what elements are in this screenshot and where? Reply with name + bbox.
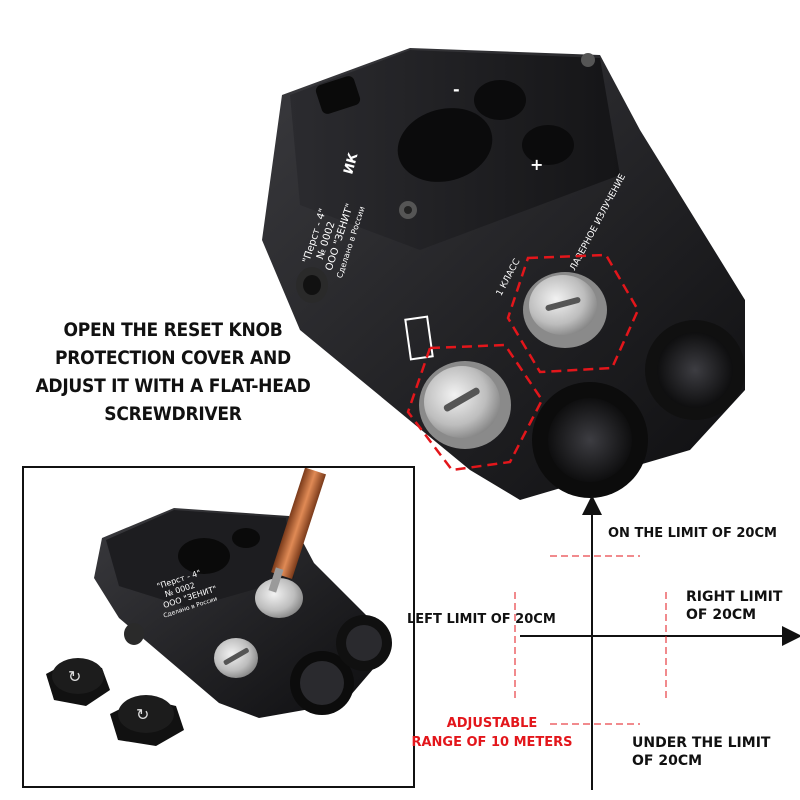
screwdriver bbox=[271, 468, 327, 579]
adjustable-line: RANGE OF 10 METERS bbox=[411, 735, 573, 750]
adjustable-line: ADJUSTABLE bbox=[446, 716, 538, 731]
reset-knob-lower bbox=[419, 361, 511, 449]
highlight-hexagon-lower bbox=[406, 343, 544, 472]
adjustable-range-label: ADJUSTABLE RANGE OF 10 METERS bbox=[408, 714, 576, 752]
ik-mark: ИК bbox=[341, 151, 361, 176]
minus-mark: - bbox=[453, 80, 460, 99]
protection-cap-right: ↻ bbox=[110, 695, 184, 746]
rotate-icon: ↻ bbox=[136, 705, 149, 724]
adjustment-diagram bbox=[514, 495, 800, 790]
instruction-line: PROTECTION COVER AND bbox=[55, 347, 291, 369]
left-limit-label: LEFT LIMIT OF 20CM bbox=[407, 612, 556, 627]
right-limit-line: OF 20CM bbox=[686, 607, 757, 623]
reset-knob-upper bbox=[523, 272, 607, 348]
protection-cap-left: ↻ bbox=[46, 658, 110, 706]
inset-device-image: "Перст - 4" № 0002 ООО "ЗЕНИТ" Сделано в… bbox=[46, 468, 392, 746]
right-limit-label: RIGHT LIMIT OF 20CM bbox=[686, 588, 782, 624]
bottom-limit-line: OF 20CM bbox=[632, 753, 703, 769]
rotate-icon: ↻ bbox=[68, 667, 81, 686]
plus-mark: + bbox=[530, 155, 543, 174]
right-limit-line: RIGHT LIMIT bbox=[686, 589, 783, 605]
instruction-text: OPEN THE RESET KNOB PROTECTION COVER AND… bbox=[34, 316, 313, 428]
device-main-image: + - ИК "Перст - 4" № 0002 ООО "ЗЕНИТ" Сд… bbox=[262, 48, 745, 500]
top-limit-label: ON THE LIMIT OF 20CM bbox=[608, 526, 777, 541]
bottom-limit-line: UNDER THE LIMIT bbox=[632, 735, 771, 751]
instruction-line: OPEN THE RESET KNOB bbox=[63, 319, 283, 341]
bottom-limit-label: UNDER THE LIMIT OF 20CM bbox=[632, 734, 770, 770]
instruction-line: SCREWDRIVER bbox=[104, 403, 242, 425]
highlight-hexagon-upper bbox=[506, 253, 640, 374]
instruction-line: ADJUST IT WITH A FLAT-HEAD bbox=[35, 375, 311, 397]
inset-photo-frame: "Перст - 4" № 0002 ООО "ЗЕНИТ" Сделано в… bbox=[22, 466, 415, 788]
